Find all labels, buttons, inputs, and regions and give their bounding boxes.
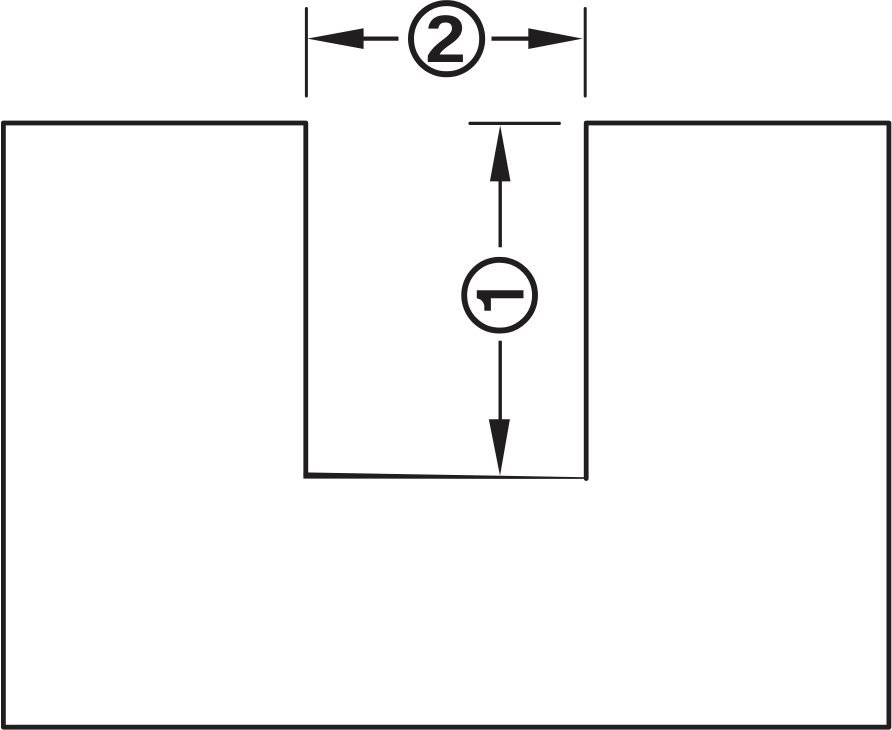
svg-text:2: 2 — [425, 2, 466, 77]
